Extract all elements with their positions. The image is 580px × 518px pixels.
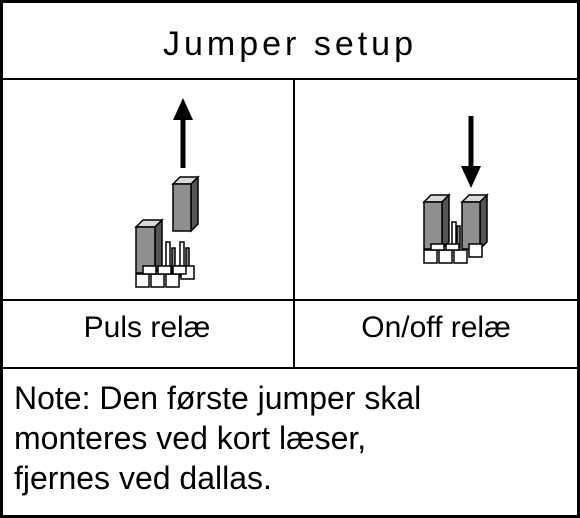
mounted-jumper-2-icon bbox=[460, 193, 489, 251]
pin-header-base-icon bbox=[135, 265, 195, 288]
caption-onoff-relay: On/off relæ bbox=[361, 311, 511, 344]
pin-header-base-right-icon bbox=[423, 243, 483, 264]
diagram-title: Jumper setup bbox=[163, 25, 417, 63]
jumper-remove-illustration bbox=[134, 98, 200, 288]
lifted-jumper-icon bbox=[171, 175, 200, 233]
note-line-2: monteres ved kort læser, bbox=[14, 420, 367, 456]
caption-puls-relay: Puls relæ bbox=[83, 311, 211, 344]
mounted-jumper-1-icon bbox=[422, 193, 451, 251]
mounted-jumper-icon bbox=[134, 218, 164, 275]
jumper-mount-illustration bbox=[422, 116, 489, 264]
arrow-down-head-icon bbox=[461, 166, 481, 188]
note-line-3: fjernes ved dallas. bbox=[14, 460, 272, 496]
note-text: Note: Den første jumper skal monteres ve… bbox=[14, 378, 574, 498]
arrow-up-head-icon bbox=[173, 98, 193, 120]
note-line-1: Note: Den første jumper skal bbox=[14, 380, 422, 416]
